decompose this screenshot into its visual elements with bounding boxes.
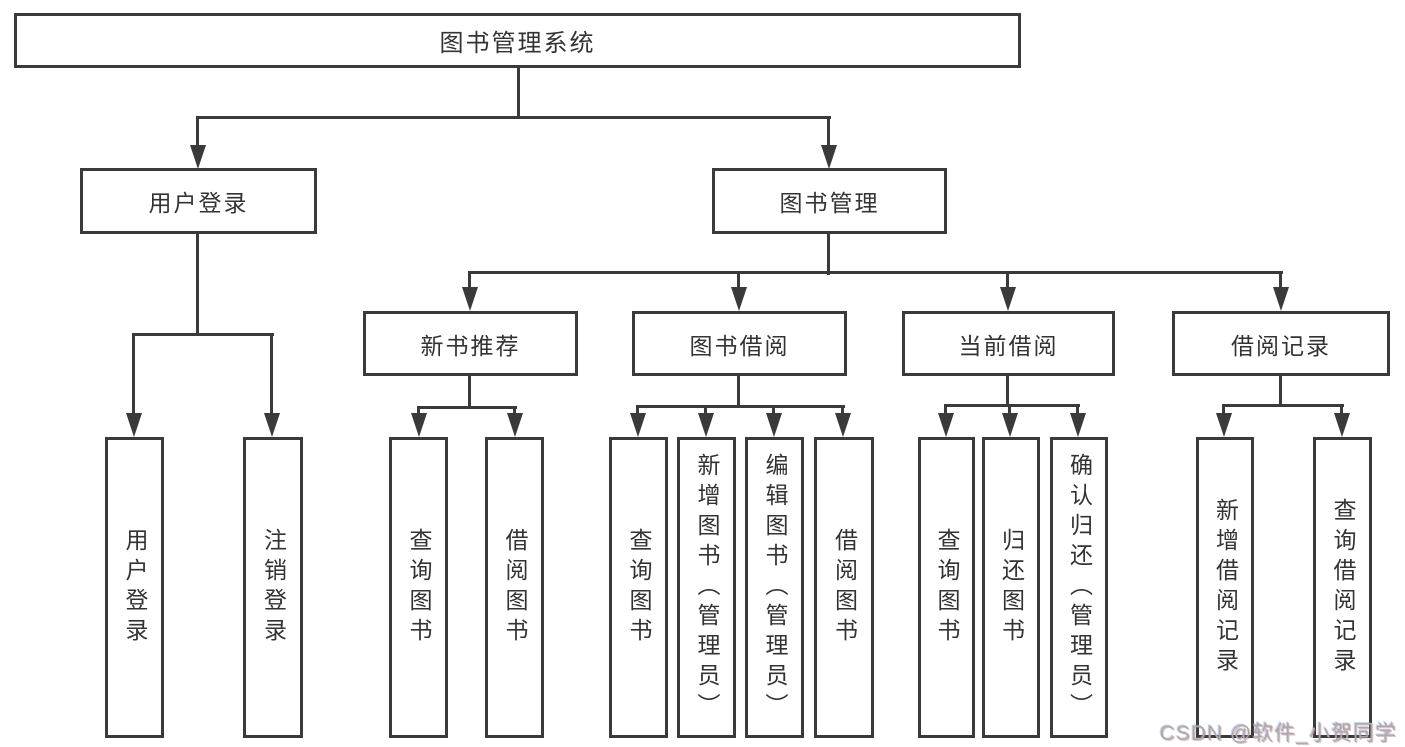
connector-line xyxy=(196,233,199,336)
arrow-down-icon xyxy=(1070,413,1086,437)
arrow-down-icon xyxy=(630,413,646,437)
node-query-books: 查询图书 xyxy=(389,437,448,738)
node-label: 归还图书 xyxy=(998,527,1025,648)
connector-line xyxy=(196,116,199,148)
node-user-login-action: 用户登录 xyxy=(105,437,164,738)
arrow-down-icon xyxy=(126,413,142,437)
connector-line xyxy=(468,271,471,291)
arrow-down-icon xyxy=(462,287,478,311)
node-borrow-books: 借阅图书 xyxy=(814,437,874,738)
connector-line xyxy=(1279,374,1282,407)
arrow-down-icon xyxy=(264,413,280,437)
node-label: 查询图书 xyxy=(934,527,960,648)
node-borrow-books: 借阅图书 xyxy=(485,437,544,738)
node-label: 确认归还（管理员） xyxy=(1066,452,1093,723)
node-library-management-system: 图书管理系统 xyxy=(14,13,1021,68)
node-return-books: 归还图书 xyxy=(982,437,1040,738)
connector-line xyxy=(1340,404,1343,416)
node-label: 新增借阅记录 xyxy=(1212,497,1239,678)
node-label: 注销登录 xyxy=(260,527,287,648)
arrow-down-icon xyxy=(1216,413,1232,437)
node-borrow-records: 借阅记录 xyxy=(1172,311,1390,376)
node-label: 查询图书 xyxy=(626,527,652,648)
arrow-down-icon xyxy=(190,145,206,169)
node-label: 查询借阅记录 xyxy=(1330,497,1356,678)
connector-line xyxy=(1222,404,1225,416)
arrow-down-icon xyxy=(766,413,782,437)
node-add-books-admin: 新增图书（管理员） xyxy=(677,437,736,738)
connector-line xyxy=(1006,271,1009,291)
arrow-down-icon xyxy=(1273,287,1289,311)
csdn-watermark: CSDN @软件_小贺同学 xyxy=(1159,722,1397,745)
node-book-management-module: 图书管理 xyxy=(712,168,947,234)
node-label: 借阅图书 xyxy=(831,527,858,648)
connector-line xyxy=(737,374,740,408)
connector-line xyxy=(636,405,639,416)
connector-line xyxy=(636,405,845,408)
arrow-down-icon xyxy=(1002,413,1018,437)
connector-line xyxy=(517,66,520,119)
connector-line xyxy=(827,233,830,275)
node-label: 编辑图书（管理员） xyxy=(762,452,788,723)
node-new-book-recommend: 新书推荐 xyxy=(363,311,578,376)
node-confirm-return-admin: 确认归还（管理员） xyxy=(1050,437,1108,738)
node-book-borrowing: 图书借阅 xyxy=(632,311,847,376)
arrow-down-icon xyxy=(835,413,851,437)
node-user-login-module: 用户登录 xyxy=(80,168,317,234)
node-label: 新增图书（管理员） xyxy=(694,452,720,723)
node-label: 图书管理 xyxy=(779,190,880,216)
connector-line xyxy=(132,333,135,416)
arrow-down-icon xyxy=(731,287,747,311)
node-label: 借阅记录 xyxy=(1231,332,1331,359)
arrow-down-icon xyxy=(1000,287,1016,311)
connector-line xyxy=(417,406,517,409)
node-label: 图书借阅 xyxy=(689,332,790,359)
connector-line xyxy=(270,333,273,416)
connector-line xyxy=(944,404,1080,407)
node-query-books: 查询图书 xyxy=(609,437,668,738)
node-query-borrow-record: 查询借阅记录 xyxy=(1313,437,1372,738)
node-label: 新书推荐 xyxy=(420,332,521,359)
connector-line xyxy=(772,405,775,416)
arrow-down-icon xyxy=(821,145,837,169)
connector-line xyxy=(1008,404,1011,416)
node-current-borrowing: 当前借阅 xyxy=(902,311,1115,376)
arrow-down-icon xyxy=(411,413,427,437)
node-label: 当前借阅 xyxy=(958,332,1059,359)
connector-line xyxy=(132,333,274,336)
node-label: 查询图书 xyxy=(406,527,432,648)
connector-line xyxy=(196,116,831,119)
arrow-down-icon xyxy=(1334,413,1350,437)
node-label: 用户登录 xyxy=(148,190,249,216)
node-edit-books-admin: 编辑图书（管理员） xyxy=(745,437,804,738)
connector-line xyxy=(417,406,420,416)
node-logout-action: 注销登录 xyxy=(243,437,303,738)
node-query-books: 查询图书 xyxy=(918,437,975,738)
connector-line xyxy=(827,116,830,148)
connector-line xyxy=(1006,374,1009,407)
node-add-borrow-record: 新增借阅记录 xyxy=(1196,437,1254,738)
connector-line xyxy=(468,271,1283,274)
connector-line xyxy=(704,405,707,416)
node-label: 图书管理系统 xyxy=(439,30,596,57)
arrow-down-icon xyxy=(698,413,714,437)
connector-line xyxy=(1222,404,1344,407)
arrow-down-icon xyxy=(938,413,954,437)
connector-line xyxy=(513,406,516,416)
arrow-down-icon xyxy=(507,413,523,437)
connector-line xyxy=(1076,404,1079,416)
node-label: 借阅图书 xyxy=(502,527,528,648)
connector-line xyxy=(944,404,947,416)
connector-line xyxy=(468,374,471,409)
node-label: 用户登录 xyxy=(122,527,148,648)
connector-line xyxy=(841,405,844,416)
connector-line xyxy=(737,271,740,291)
connector-line xyxy=(1279,271,1282,291)
